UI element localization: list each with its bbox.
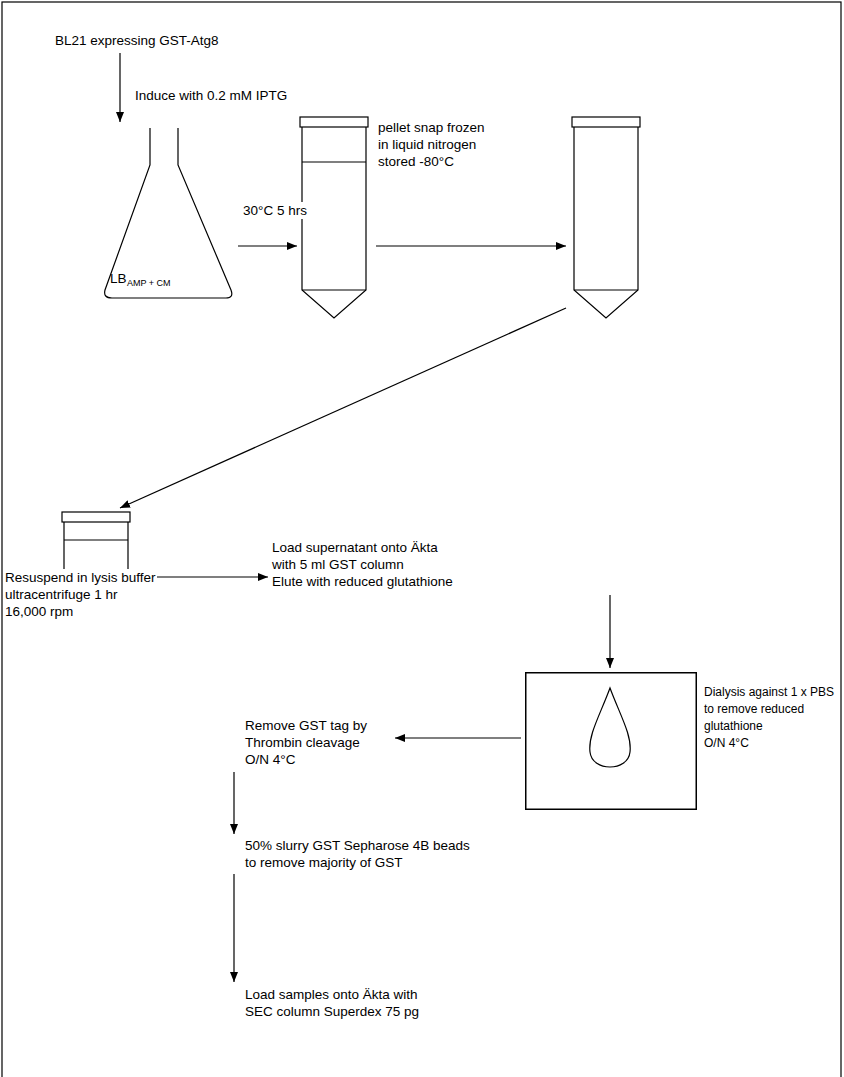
flow-arrow (233, 874, 234, 982)
tube-cap (572, 117, 640, 127)
flow-arrow (395, 737, 521, 738)
falcon-tube (302, 127, 366, 318)
step-text: pellet snap frozen in liquid nitrogen st… (378, 119, 492, 170)
falcon-tube (574, 127, 638, 318)
step-text: Load samples onto Äkta with SEC column S… (245, 986, 430, 1020)
step-text: Induce with 0.2 mM IPTG (135, 87, 287, 104)
step-text: BL21 expressing GST-Atg8 (55, 32, 219, 49)
dialysis-bag (590, 688, 630, 767)
step-text: Load supernatant onto Äkta with 5 ml GST… (272, 539, 447, 573)
flow-arrow (238, 245, 297, 246)
step-text: Elute with reduced glutathione (272, 573, 453, 590)
flow-arrow (609, 595, 610, 668)
tube-cap (62, 512, 130, 522)
step-text: Resuspend in lysis buffer ultracentrifug… (5, 569, 157, 620)
dialysis-outline (525, 672, 697, 810)
step-text: Dialysis against 1 x PBS to remove reduc… (704, 684, 838, 735)
liquid-level (302, 161, 366, 162)
flow-arrow (120, 308, 566, 508)
antibiotic-subscript: AMP + CM (127, 275, 171, 292)
culture-flask: LBAMP + CM (100, 122, 240, 302)
step-text: Remove GST tag by Thrombin cleavage O/N … (245, 717, 375, 768)
tube-cap (300, 117, 368, 127)
medium-label: LB (110, 270, 127, 287)
step-text: 30°C 5 hrs (243, 202, 307, 219)
step-text: 50% slurry GST Sepharose 4B beads to rem… (245, 837, 477, 871)
flow-arrow (233, 772, 234, 834)
flow-arrow (119, 53, 120, 122)
flow-arrow (156, 576, 268, 577)
dialysis-beaker: Dialysis against 1 x PBS to remove reduc… (525, 672, 697, 810)
liquid-level (64, 539, 128, 540)
flow-arrow (376, 245, 566, 246)
tube-cone-line (574, 289, 638, 290)
beaker-box (526, 673, 697, 810)
tube-cone-line (302, 289, 366, 290)
flask-body (105, 128, 232, 298)
step-text: O/N 4°C (704, 735, 749, 752)
